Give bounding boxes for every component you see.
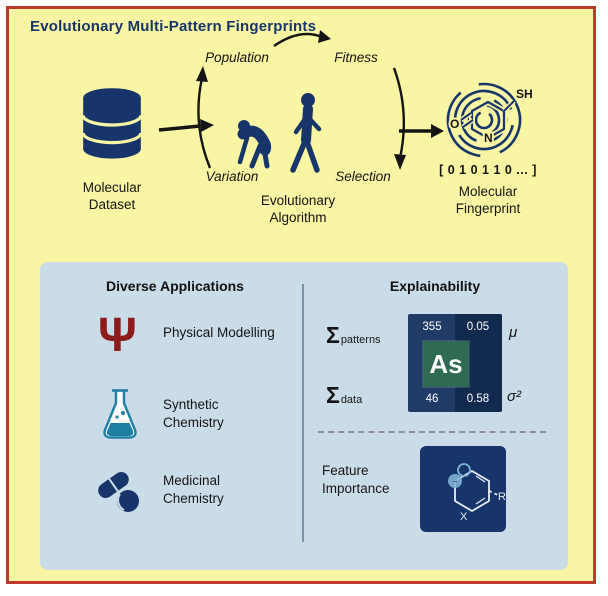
sigma-subscript: patterns: [340, 334, 381, 346]
svg-text:−: −: [452, 477, 457, 487]
panel-divider: [302, 284, 304, 542]
psi-icon: Ψ: [98, 309, 137, 362]
matrix-value-355: 355: [422, 321, 442, 333]
sum-patterns: Σ patterns: [326, 324, 381, 347]
fingerprint-label: Molecular Fingerprint: [455, 184, 521, 216]
fingerprint-molecule-icon: SH N O: [446, 82, 534, 158]
feature-importance-graphic: − X R: [420, 446, 506, 532]
application-label-synthetic: Synthetic Chemistry: [163, 397, 224, 430]
molecule-r-label: R: [498, 491, 506, 503]
dashed-separator: [318, 431, 546, 433]
matrix-value-46: 46: [425, 393, 439, 405]
application-label-medicinal: Medicinal Chemistry: [163, 473, 224, 506]
applications-heading: Diverse Applications: [106, 278, 244, 294]
cycle-population-label: Population: [205, 50, 269, 65]
dataset-label: Molecular Dataset: [82, 180, 142, 212]
mu-label: μ: [509, 324, 518, 341]
explainability-heading: Explainability: [389, 278, 481, 294]
atom-o-label: O: [450, 117, 459, 131]
arrow-dataset-to-cycle: [158, 119, 214, 132]
atom-sh-label: SH: [516, 87, 533, 101]
arrow-cycle-to-fingerprint: [399, 124, 444, 138]
figure-title: Evolutionary Multi-Pattern Fingerprints: [30, 18, 317, 35]
element-tile-as: As: [423, 341, 469, 387]
database-icon: [81, 88, 143, 159]
application-label-physical: Physical Modelling: [163, 325, 275, 340]
bitstring-label: [ 0 1 0 1 1 0 ... ]: [439, 163, 537, 177]
sigma-subscript: data: [340, 394, 363, 406]
flask-icon: [103, 389, 137, 439]
sigma-symbol: Σ: [326, 382, 340, 408]
algorithm-label: Evolutionary Algorithm: [260, 193, 336, 225]
pills-icon: [98, 472, 139, 512]
cycle-selection-label: Selection: [335, 169, 391, 184]
matrix-value-058: 0.58: [466, 393, 490, 405]
sum-data: Σ data: [326, 384, 362, 407]
molecule-x-label: X: [460, 511, 468, 523]
cycle-variation-label: Variation: [205, 169, 259, 184]
atom-n-label: N: [484, 131, 493, 145]
matrix-value-005: 0.05: [466, 321, 490, 333]
molecule-icon: − X R: [448, 463, 506, 523]
arrow-variation-to-population: [196, 66, 212, 169]
cycle-fitness-label: Fitness: [334, 50, 378, 65]
statistics-matrix: 355 0.05 46 0.58 As: [408, 314, 502, 412]
feature-importance-label: Feature Importance: [322, 463, 390, 496]
arrow-population-to-fitness: [273, 30, 331, 47]
evolution-figures-icon: [237, 93, 322, 173]
arrow-fitness-to-selection: [392, 67, 406, 170]
sigma-symbol: Σ: [326, 322, 340, 348]
sigma-squared-label: σ²: [507, 388, 522, 405]
